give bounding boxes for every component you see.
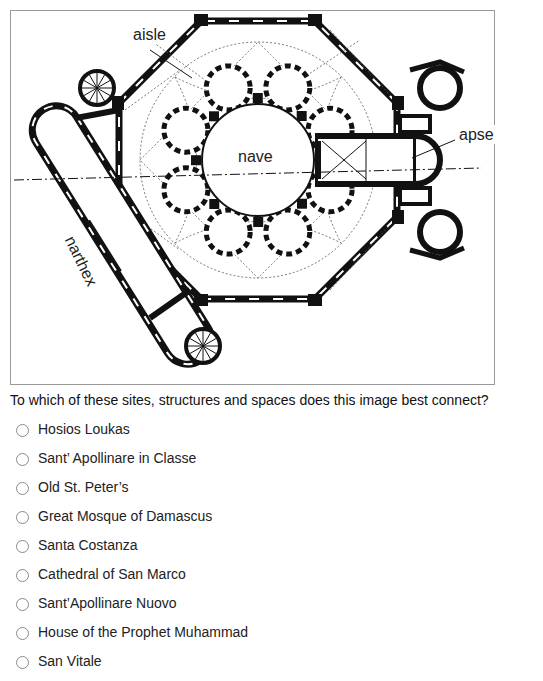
stair-spoke bbox=[203, 346, 204, 361]
pier bbox=[297, 111, 307, 121]
stair-spoke bbox=[90, 75, 98, 88]
pier bbox=[191, 155, 201, 165]
answer-option: Great Mosque of Damascus bbox=[38, 508, 212, 525]
question-text: To which of these sites, structures and … bbox=[10, 392, 489, 409]
leader-line bbox=[150, 50, 192, 78]
stair-spoke bbox=[203, 346, 218, 347]
stair-spoke bbox=[97, 88, 98, 103]
pier bbox=[209, 199, 219, 209]
answer-option: San Vitale bbox=[38, 653, 102, 670]
stair-spoke bbox=[82, 88, 97, 89]
stair-spoke bbox=[97, 81, 110, 89]
radio-buttons bbox=[17, 425, 29, 669]
exedra bbox=[164, 108, 208, 152]
answer-option: Sant’ Apollinare in Classe bbox=[38, 450, 196, 467]
part-label: aisle bbox=[131, 25, 168, 44]
exedra bbox=[206, 210, 250, 254]
pier bbox=[209, 111, 219, 121]
leader-line bbox=[412, 140, 455, 158]
stair-spoke bbox=[203, 339, 216, 347]
stair-spoke bbox=[84, 88, 97, 96]
stair-spoke bbox=[97, 88, 105, 101]
pier bbox=[253, 93, 263, 103]
part-label: nave bbox=[238, 147, 273, 166]
stair-spoke bbox=[203, 346, 211, 359]
stair-spoke bbox=[190, 346, 203, 354]
exedra bbox=[266, 66, 310, 110]
answer-option: Cathedral of San Marco bbox=[38, 566, 186, 583]
pier bbox=[297, 199, 307, 209]
stair-spoke bbox=[188, 346, 203, 347]
exedra bbox=[266, 210, 310, 254]
image-frame bbox=[11, 11, 495, 385]
answer-option: Sant’Apollinare Nuovo bbox=[38, 595, 177, 612]
stair-spoke bbox=[97, 88, 112, 89]
answer-option: Santa Costanza bbox=[38, 537, 138, 554]
answer-option: House of the Prophet Muhammad bbox=[38, 624, 248, 641]
stair-spoke bbox=[97, 73, 98, 88]
answer-option: Old St. Peter’s bbox=[38, 479, 129, 496]
part-label: apse bbox=[457, 125, 496, 144]
stair-spoke bbox=[196, 333, 204, 346]
exedra bbox=[206, 66, 250, 110]
stair-spoke bbox=[203, 331, 204, 346]
plan-drawing bbox=[14, 14, 482, 373]
pier bbox=[253, 217, 263, 227]
exedra bbox=[164, 168, 208, 212]
answer-option: Hosios Loukas bbox=[38, 421, 130, 438]
